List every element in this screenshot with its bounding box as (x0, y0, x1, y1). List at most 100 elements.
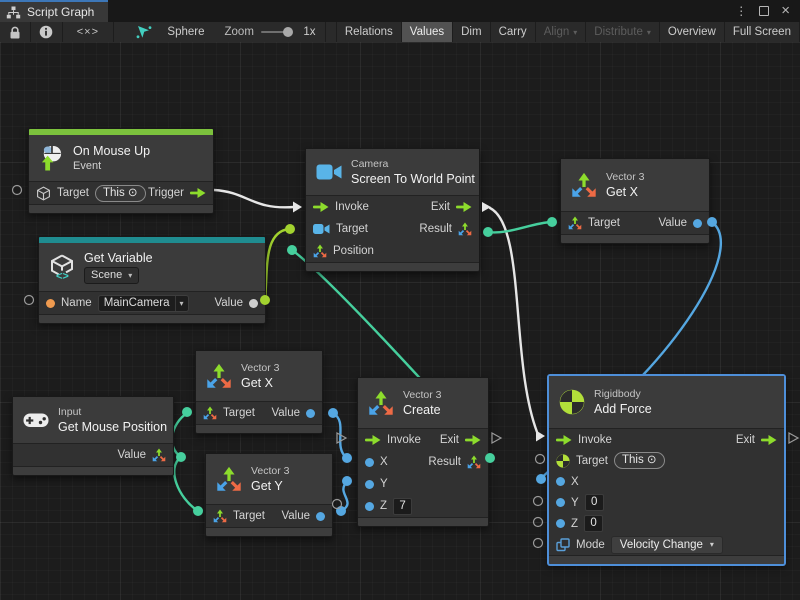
toolbar-button-relations[interactable]: Relations (335, 22, 401, 42)
unconnected-port-circle[interactable] (534, 453, 546, 465)
flow-in-icon[interactable] (556, 434, 572, 445)
toolbar-button-dim[interactable]: Dim (452, 22, 489, 42)
wire-mousepos-value-to-getx-target[interactable] (170, 411, 189, 459)
value-port-dot[interactable] (693, 218, 702, 228)
wire-gety-value-to-create-y[interactable] (339, 480, 349, 513)
flow-in-icon[interactable] (313, 202, 329, 212)
connection-dot[interactable] (483, 227, 493, 237)
info-icon[interactable] (30, 22, 62, 42)
close-icon[interactable]: × (781, 1, 790, 19)
connection-dot[interactable] (176, 452, 186, 462)
port-row-right: Exit (431, 201, 472, 213)
z-port-dot[interactable] (365, 501, 374, 511)
unconnected-port-circle[interactable] (331, 498, 343, 510)
node-title: Add Force (594, 402, 652, 416)
toolbar-button-carry[interactable]: Carry (489, 22, 535, 42)
z-value-input[interactable]: 7 (393, 497, 413, 515)
value-port-dot[interactable] (316, 511, 325, 521)
unconnected-port-circle[interactable] (11, 184, 23, 196)
graph-pointer-icon (127, 22, 161, 42)
value-port-dot[interactable] (249, 298, 258, 308)
breadcrumb-sphere[interactable]: Sphere (167, 26, 205, 38)
flow-port-triangle[interactable] (482, 202, 491, 212)
x-port-dot[interactable] (556, 477, 565, 486)
toolbar-button-full-screen[interactable]: Full Screen (723, 22, 800, 42)
unconnected-port-circle[interactable] (23, 294, 35, 306)
wire-getx-value-to-create-x[interactable] (331, 411, 349, 460)
node-footer (13, 466, 173, 475)
rigidbody-icon (559, 389, 585, 415)
connection-dot[interactable] (342, 453, 352, 463)
name-port-dot[interactable] (46, 298, 55, 308)
window-titlebar: Script Graph ⋮ × (0, 0, 800, 22)
chevron-down-icon: ▾ (174, 295, 188, 311)
y-port-dot[interactable] (556, 498, 565, 507)
edit-code-icon[interactable]: <×> (76, 26, 100, 38)
port-label: Value (214, 297, 243, 309)
menu-kebab-icon[interactable]: ⋮ (735, 4, 748, 18)
target-this-chip[interactable]: This ⊙ (94, 184, 146, 202)
scope-dropdown[interactable]: Scene▾ (84, 266, 140, 284)
tab-script-graph[interactable]: Script Graph (0, 0, 109, 22)
y-port-dot[interactable] (365, 479, 374, 489)
z-port-dot[interactable] (556, 519, 565, 528)
flow-out-icon[interactable] (465, 435, 481, 445)
wire-variable-value-to-camera-target[interactable] (263, 227, 291, 302)
connection-dot[interactable] (336, 506, 346, 516)
toolbar-button-label: Align (543, 26, 570, 38)
rigidbody-port-icon (556, 453, 570, 468)
lock-icon[interactable] (0, 22, 30, 42)
unconnected-flow-triangle[interactable] (491, 431, 503, 445)
y-value-input[interactable]: 0 (584, 494, 604, 511)
node-footer (39, 314, 265, 323)
zoom-slider-knob[interactable] (283, 27, 294, 37)
flow-out-icon[interactable] (456, 202, 472, 212)
connection-dot[interactable] (342, 476, 352, 486)
maximize-icon[interactable] (759, 6, 770, 16)
x-port-dot[interactable] (365, 457, 374, 467)
unconnected-port-circle[interactable] (532, 495, 544, 507)
node-accent-bar (39, 237, 265, 243)
unconnected-port-circle[interactable] (532, 537, 544, 549)
wire-mousepos-value-to-gety-target[interactable] (173, 455, 200, 513)
target-this-chip[interactable]: This ⊙ (613, 452, 665, 469)
connection-dot[interactable] (182, 407, 192, 417)
port-label: Z (571, 517, 579, 530)
wire-camera-result-to-getx-target[interactable] (486, 220, 553, 234)
unconnected-flow-triangle[interactable] (336, 431, 348, 445)
connection-dot[interactable] (328, 408, 338, 418)
z-value-input[interactable]: 0 (584, 515, 604, 532)
mode-dropdown[interactable]: Velocity Change▾ (610, 535, 723, 554)
connection-dot[interactable] (287, 245, 297, 255)
zoom-slider[interactable] (260, 27, 294, 37)
wire-trigger-to-camera-invoke[interactable] (212, 188, 296, 209)
wire-camera-exit-to-addforce-invoke[interactable] (488, 206, 539, 434)
unconnected-port-circle[interactable] (532, 516, 544, 528)
flow-out-icon[interactable] (190, 188, 206, 198)
connection-dot[interactable] (547, 217, 557, 227)
port-row: Position (306, 240, 479, 262)
connection-dot[interactable] (536, 474, 546, 484)
flow-in-icon[interactable] (365, 435, 381, 445)
toolbar-button-values[interactable]: Values (400, 22, 453, 42)
toolbar-button-overview[interactable]: Overview (658, 22, 724, 42)
variable-name-dropdown[interactable]: MainCamera▾ (97, 294, 189, 312)
port-row-right: Exit (736, 434, 777, 446)
unconnected-flow-triangle[interactable] (788, 431, 800, 445)
connection-dot[interactable] (193, 506, 203, 516)
connection-dot[interactable] (285, 224, 295, 234)
flow-out-icon[interactable] (761, 434, 777, 445)
value-port-dot[interactable] (306, 408, 315, 418)
